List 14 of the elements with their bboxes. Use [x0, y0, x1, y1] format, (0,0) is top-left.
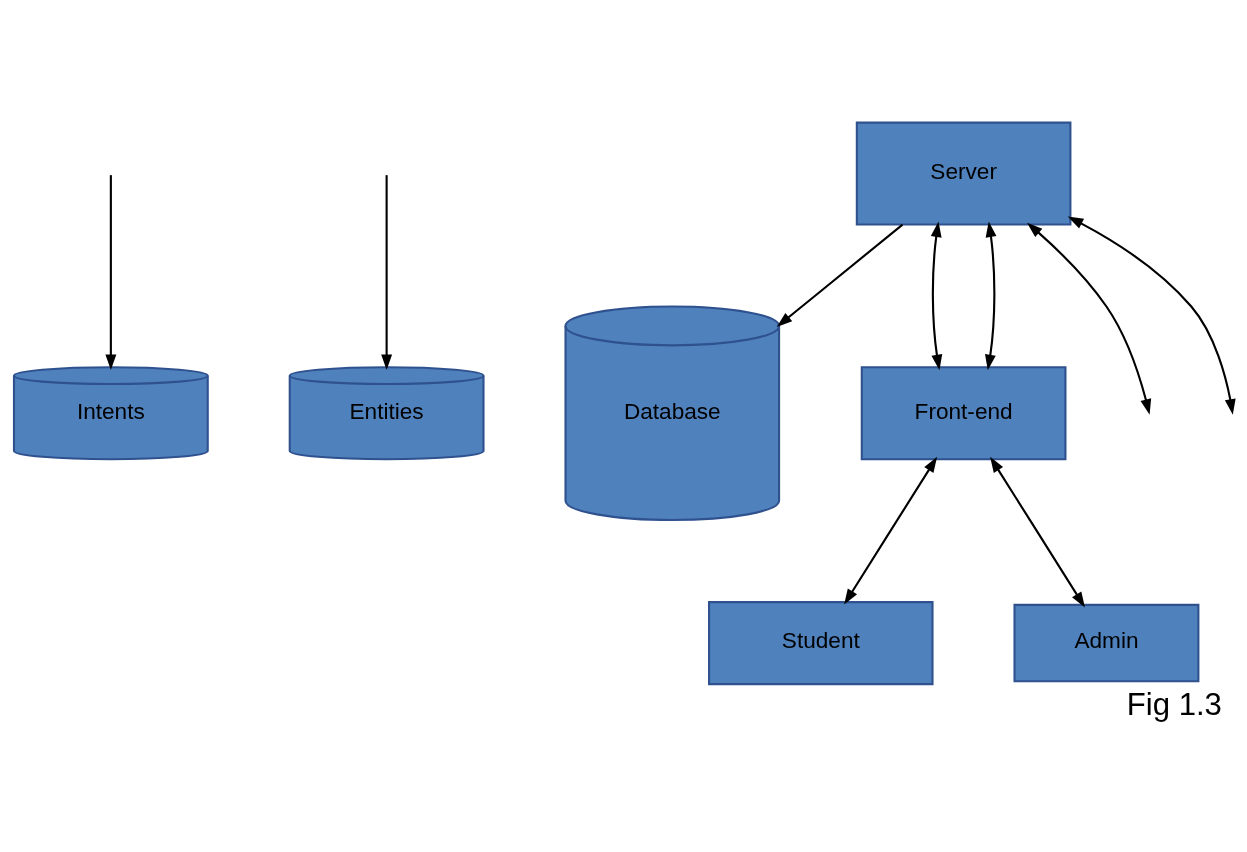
caption: Fig 1.3	[1126, 686, 1222, 722]
arrow	[985, 221, 997, 371]
arrow	[776, 223, 904, 327]
node-box: Front-end	[860, 366, 1067, 461]
arrow	[1067, 216, 1236, 415]
arrow	[105, 175, 117, 371]
arrow	[930, 221, 943, 371]
node-box: Admin	[1013, 603, 1200, 683]
arrow	[844, 456, 938, 605]
arrow	[1027, 222, 1152, 415]
arrow	[990, 456, 1085, 608]
node-box: Student	[708, 601, 934, 686]
node-box: Server	[855, 121, 1072, 226]
arrow	[381, 175, 393, 371]
